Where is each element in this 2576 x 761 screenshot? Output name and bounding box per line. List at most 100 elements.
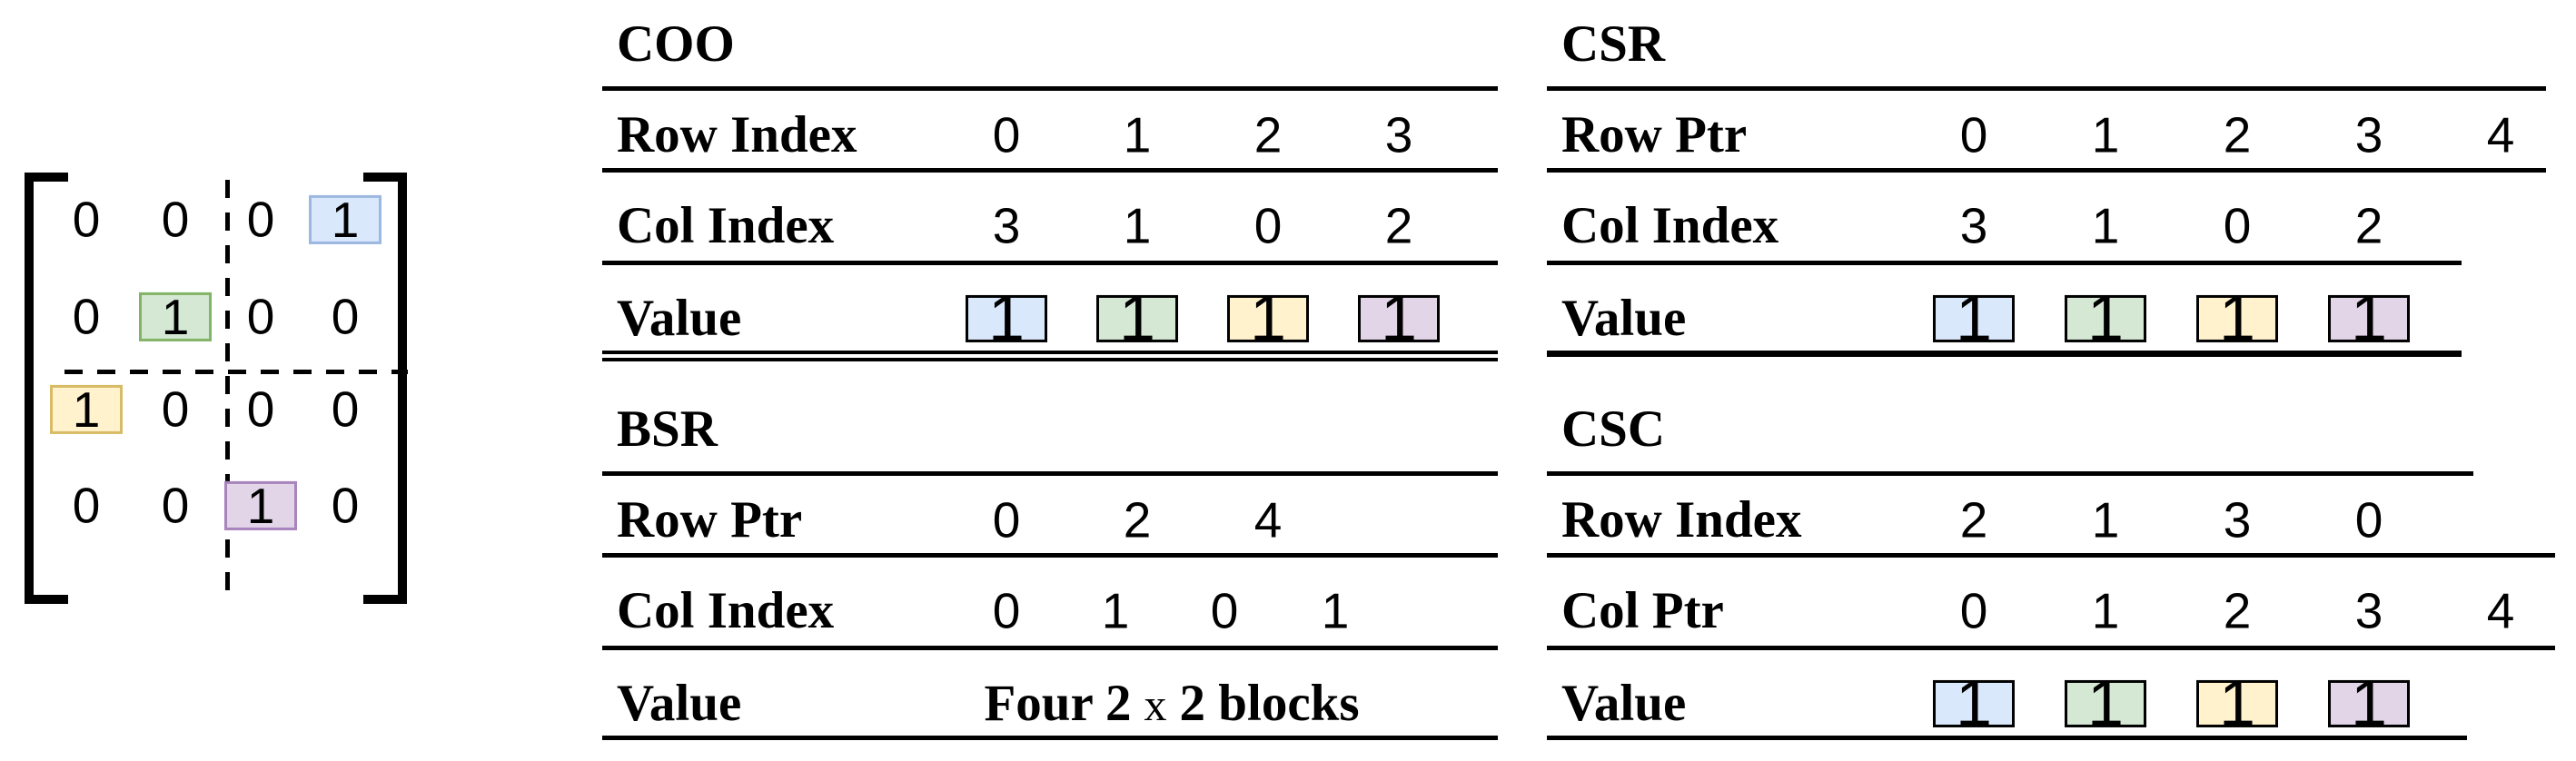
table-cell-value: 0 — [1959, 106, 1988, 163]
table-cell-value: 2 — [2223, 106, 2252, 163]
table-rule — [602, 736, 1498, 740]
row-label: Row Ptr — [617, 491, 803, 549]
matrix-cell: 0 — [246, 380, 275, 438]
sparse-matrix: 0 0 0 1 0 1 0 0 1 0 0 0 0 0 1 0 — [25, 173, 408, 604]
table-cell-value: 0 — [992, 491, 1021, 549]
row-label: Value — [1561, 675, 1687, 733]
matrix-cell: 0 — [331, 288, 360, 345]
matrix-cell: 0 — [331, 380, 360, 438]
block-divider-horizontal — [64, 370, 408, 374]
table-cell-value: 4 — [1253, 491, 1283, 549]
table-cell-value: 4 — [2486, 582, 2515, 639]
table-rule — [602, 471, 1498, 476]
value-box-yellow: 1 — [1227, 286, 1309, 351]
row-label: Value — [617, 290, 742, 348]
matrix-cell: 0 — [161, 380, 190, 438]
matrix-cell-highlight-blue: 1 — [309, 194, 381, 244]
row-label: Row Index — [1561, 491, 1802, 549]
table-cell-value: 3 — [2354, 582, 2383, 639]
table-cell-value: 0 — [1959, 582, 1988, 639]
table-cell-value: 2 — [1253, 106, 1283, 163]
row-label: Value — [617, 675, 742, 733]
table-cell-value: 3 — [1959, 197, 1988, 254]
table-rule — [602, 553, 1498, 558]
row-label: Col Index — [617, 582, 835, 640]
table-cell-value: 3 — [992, 197, 1021, 254]
value-box-yellow: 1 — [2196, 286, 2278, 351]
table-rule — [1547, 471, 2473, 476]
table-rule — [1547, 168, 2546, 173]
table-cell-value: 1 — [1101, 582, 1130, 639]
table-rule — [1547, 553, 2555, 558]
table-cell-value: 1 — [1123, 197, 1152, 254]
table-cell-value: 2 — [1384, 197, 1413, 254]
bsr-value-text: Four 2 x 2 blocks — [984, 674, 1359, 733]
row-label: Row Ptr — [1561, 106, 1748, 164]
row-label: Row Index — [617, 106, 857, 164]
table-cell-value: 1 — [2091, 106, 2120, 163]
table-rule — [1547, 351, 2462, 357]
table-rule — [1547, 646, 2555, 650]
value-box-green: 1 — [1096, 286, 1178, 351]
value-box-green: 1 — [2065, 671, 2146, 736]
matrix-cell: 0 — [246, 288, 275, 345]
table-rule — [602, 646, 1498, 650]
table-title: BSR — [617, 400, 718, 459]
matrix-cell: 0 — [161, 477, 190, 534]
matrix-cell-highlight-yellow: 1 — [50, 384, 123, 434]
table-cell-value: 1 — [2091, 582, 2120, 639]
table-cell-value: 1 — [1123, 106, 1152, 163]
table-rule — [1547, 736, 2467, 740]
table-rule — [602, 261, 1498, 265]
bsr-value-text-x: x — [1144, 679, 1167, 731]
matrix-cell-highlight-purple: 1 — [224, 480, 297, 530]
table-cell-value: 0 — [992, 106, 1021, 163]
table-title: CSC — [1561, 400, 1666, 459]
table-cell-value: 1 — [1321, 582, 1350, 639]
value-box-blue: 1 — [1933, 286, 2015, 351]
table-rule — [602, 168, 1498, 173]
block-divider-vertical — [225, 180, 230, 598]
row-label: Col Index — [1561, 197, 1779, 255]
value-box-blue: 1 — [966, 286, 1047, 351]
row-label: Col Ptr — [1561, 582, 1724, 640]
table-rule — [602, 86, 1498, 91]
table-title: CSR — [1561, 15, 1666, 74]
table-cell-value: 3 — [2223, 491, 2252, 549]
matrix-bracket-left — [25, 173, 68, 604]
table-cell-value: 0 — [992, 582, 1021, 639]
table-cell-value: 1 — [2091, 491, 2120, 549]
value-box-blue: 1 — [1933, 671, 2015, 736]
table-cell-value: 4 — [2486, 106, 2515, 163]
table-cell-value: 0 — [1210, 582, 1239, 639]
value-box-purple: 1 — [2328, 286, 2410, 351]
table-cell-value: 2 — [1959, 491, 1988, 549]
value-box-purple: 1 — [2328, 671, 2410, 736]
matrix-cell: 0 — [161, 191, 190, 248]
row-label: Value — [1561, 290, 1687, 348]
table-cell-value: 2 — [1123, 491, 1152, 549]
bsr-value-text-right: 2 blocks — [1179, 675, 1360, 733]
table-title: COO — [617, 15, 735, 74]
row-label: Col Index — [617, 197, 835, 255]
table-cell-value: 2 — [2223, 582, 2252, 639]
matrix-cell: 0 — [331, 477, 360, 534]
matrix-cell: 0 — [72, 288, 101, 345]
matrix-cell: 0 — [72, 477, 101, 534]
table-cell-value: 0 — [2223, 197, 2252, 254]
table-rule — [1547, 86, 2546, 91]
matrix-bracket-right — [363, 173, 407, 604]
table-rule — [1547, 261, 2462, 265]
matrix-cell-highlight-green: 1 — [139, 292, 212, 341]
bsr-value-text-left: Four 2 — [984, 675, 1132, 733]
table-cell-value: 1 — [2091, 197, 2120, 254]
table-cell-value: 0 — [2354, 491, 2383, 549]
value-box-yellow: 1 — [2196, 671, 2278, 736]
table-cell-value: 2 — [2354, 197, 2383, 254]
table-rule — [602, 351, 1498, 361]
value-box-green: 1 — [2065, 286, 2146, 351]
matrix-cell: 0 — [72, 191, 101, 248]
table-cell-value: 3 — [1384, 106, 1413, 163]
value-box-purple: 1 — [1358, 286, 1440, 351]
